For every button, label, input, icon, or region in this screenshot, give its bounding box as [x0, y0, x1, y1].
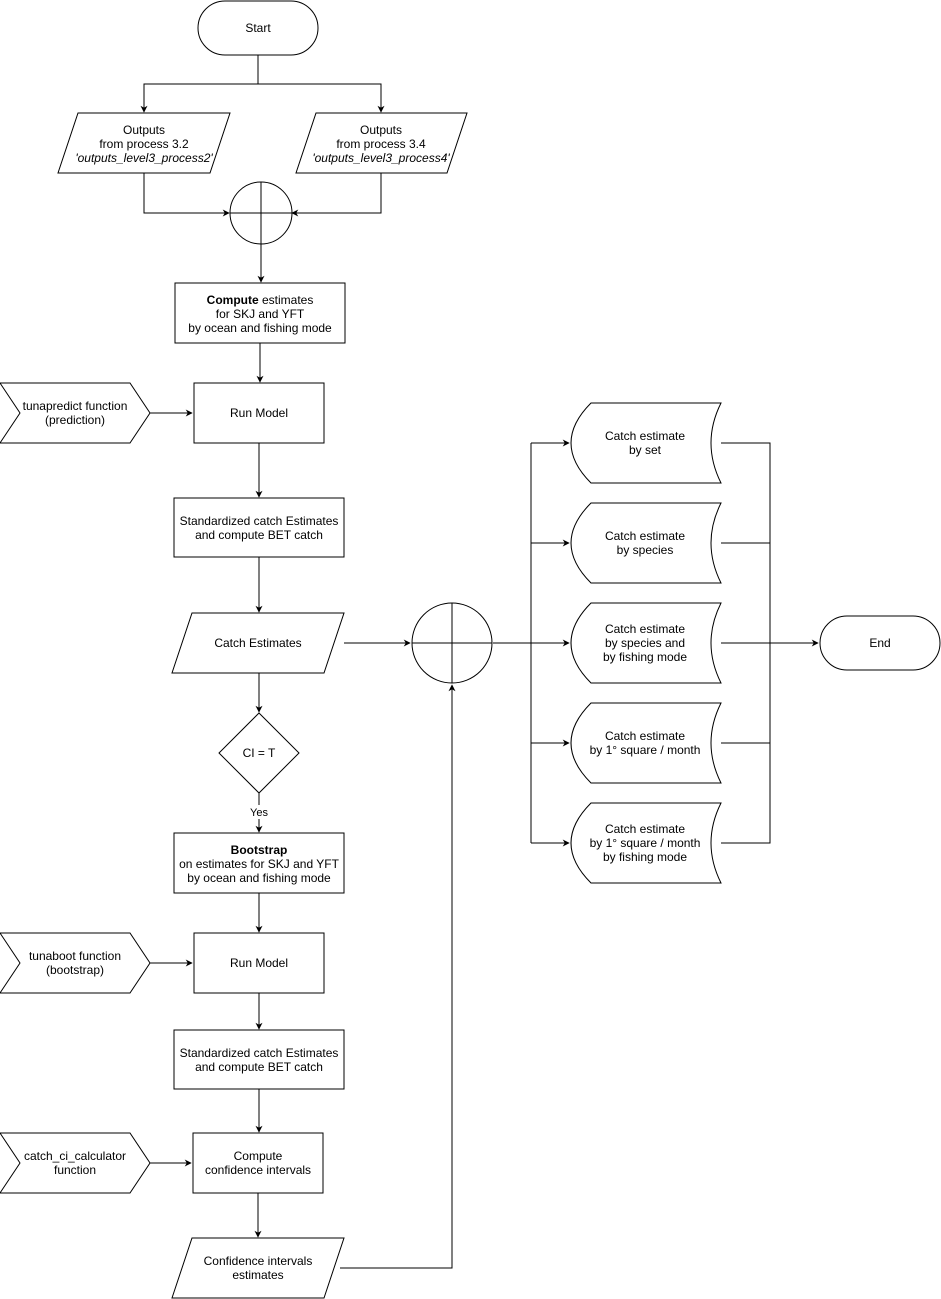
compute-ci-line2: confidence intervals: [205, 1163, 311, 1177]
node-merge-outputs: [411, 602, 493, 684]
out-by-species-line2: by species: [617, 543, 674, 557]
out-by-square-mode-line1: Catch estimate: [605, 822, 685, 836]
node-tunaboot-function: tunaboot function (bootstrap): [0, 932, 151, 994]
node-catch-ci-calculator-function: catch_ci_calculator function: [0, 1132, 151, 1194]
out-by-square-mode-line2: by 1° square / month: [590, 836, 701, 850]
node-output-by-square-month-and-mode: Catch estimate by 1° square / month by f…: [570, 802, 722, 884]
yes-label: Yes: [250, 807, 268, 819]
node-compute-estimates: Compute estimates for SKJ and YFT by oce…: [174, 282, 346, 344]
outputs-3-2-line3: 'outputs_level3_process2': [75, 151, 213, 165]
node-output-by-square-month: Catch estimate by 1° square / month: [570, 702, 722, 784]
catch-estimates-label: Catch Estimates: [214, 636, 301, 650]
outputs-3-2-line2: from process 3.2: [99, 137, 189, 151]
node-end: End: [819, 615, 941, 671]
out-by-species-mode-line1: Catch estimate: [605, 622, 685, 636]
tunaboot-line1: tunaboot function: [29, 949, 121, 963]
outputs-3-2-line1: Outputs: [123, 123, 165, 137]
outputs-3-4-line3: 'outputs_level3_process4': [312, 151, 450, 165]
node-outputs-process-3-4: Outputs from process 3.4 'outputs_level3…: [295, 112, 468, 174]
node-merge-inputs: [229, 181, 293, 245]
bootstrap-line2: on estimates for SKJ and YFT: [179, 857, 340, 871]
edge-outputs-3-2-to-merge: [143, 173, 230, 217]
node-start: Start: [197, 0, 319, 56]
tunapredict-line2: (prediction): [45, 413, 105, 427]
run-model-1-label: Run Model: [230, 406, 288, 420]
out-by-species-line1: Catch estimate: [605, 529, 685, 543]
compute-estimates-line3: by ocean and fishing mode: [188, 321, 332, 335]
outputs-3-4-line2: from process 3.4: [336, 137, 426, 151]
ci-decision-label: CI = T: [243, 746, 276, 760]
compute-estimates-line1: Compute estimates: [207, 293, 314, 307]
out-by-square-line1: Catch estimate: [605, 729, 685, 743]
compute-ci-line1: Compute: [234, 1149, 283, 1163]
node-tunapredict-function: tunapredict function (prediction): [0, 382, 151, 444]
edge-outputs-3-4-to-merge: [291, 173, 382, 217]
standardized-1-line1: Standardized catch Estimates: [180, 514, 339, 528]
ci-estimates-line2: estimates: [232, 1268, 283, 1282]
out-by-set-line1: Catch estimate: [605, 429, 685, 443]
run-model-2-label: Run Model: [230, 956, 288, 970]
start-label: Start: [245, 21, 271, 35]
node-output-by-set: Catch estimate by set: [570, 402, 722, 484]
compute-estimates-rest: estimates: [259, 293, 314, 307]
compute-estimates-bold: Compute: [207, 293, 259, 307]
edge-ci-estimates-to-output-merge: [340, 684, 456, 1269]
node-catch-estimates: Catch Estimates: [171, 612, 345, 674]
node-output-by-species: Catch estimate by species: [570, 502, 722, 584]
bootstrap-bold: Bootstrap: [231, 843, 288, 857]
end-label: End: [869, 636, 890, 650]
outputs-3-4-line1: Outputs: [360, 123, 402, 137]
standardized-2-line1: Standardized catch Estimates: [180, 1046, 339, 1060]
catch-ci-calculator-line1: catch_ci_calculator: [24, 1149, 126, 1163]
node-outputs-process-3-2: Outputs from process 3.2 'outputs_level3…: [57, 112, 231, 174]
edge-branch-to-outputs-3-4: [258, 83, 385, 113]
out-by-square-line2: by 1° square / month: [590, 743, 701, 757]
node-bootstrap: Bootstrap on estimates for SKJ and YFT b…: [173, 832, 345, 894]
node-run-model-2: Run Model: [193, 932, 325, 994]
node-standardized-estimates-2: Standardized catch Estimates and compute…: [173, 1029, 345, 1090]
catch-ci-calculator-line2: function: [54, 1163, 96, 1177]
edge-branch-to-outputs-3-2: [140, 83, 258, 113]
node-ci-decision: CI = T: [218, 712, 300, 794]
out-by-square-mode-line3: by fishing mode: [603, 850, 687, 864]
node-compute-confidence-intervals: Compute confidence intervals: [192, 1132, 324, 1194]
node-standardized-estimates-1: Standardized catch Estimates and compute…: [173, 497, 345, 558]
tunaboot-line2: (bootstrap): [46, 963, 104, 977]
ci-estimates-line1: Confidence intervals: [204, 1254, 313, 1268]
node-run-model-1: Run Model: [193, 382, 325, 444]
bootstrap-line3: by ocean and fishing mode: [187, 871, 331, 885]
out-by-species-mode-line3: by fishing mode: [603, 650, 687, 664]
node-output-by-species-and-mode: Catch estimate by species and by fishing…: [570, 602, 722, 684]
node-confidence-intervals-estimates: Confidence intervals estimates: [171, 1237, 345, 1299]
standardized-1-line2: and compute BET catch: [195, 528, 323, 542]
compute-estimates-line2: for SKJ and YFT: [216, 307, 305, 321]
yes-edge-label: Yes: [246, 805, 272, 819]
out-by-species-mode-line2: by species and: [605, 636, 685, 650]
standardized-2-line2: and compute BET catch: [195, 1060, 323, 1074]
out-by-set-line2: by set: [629, 443, 662, 457]
tunapredict-line1: tunapredict function: [23, 399, 128, 413]
